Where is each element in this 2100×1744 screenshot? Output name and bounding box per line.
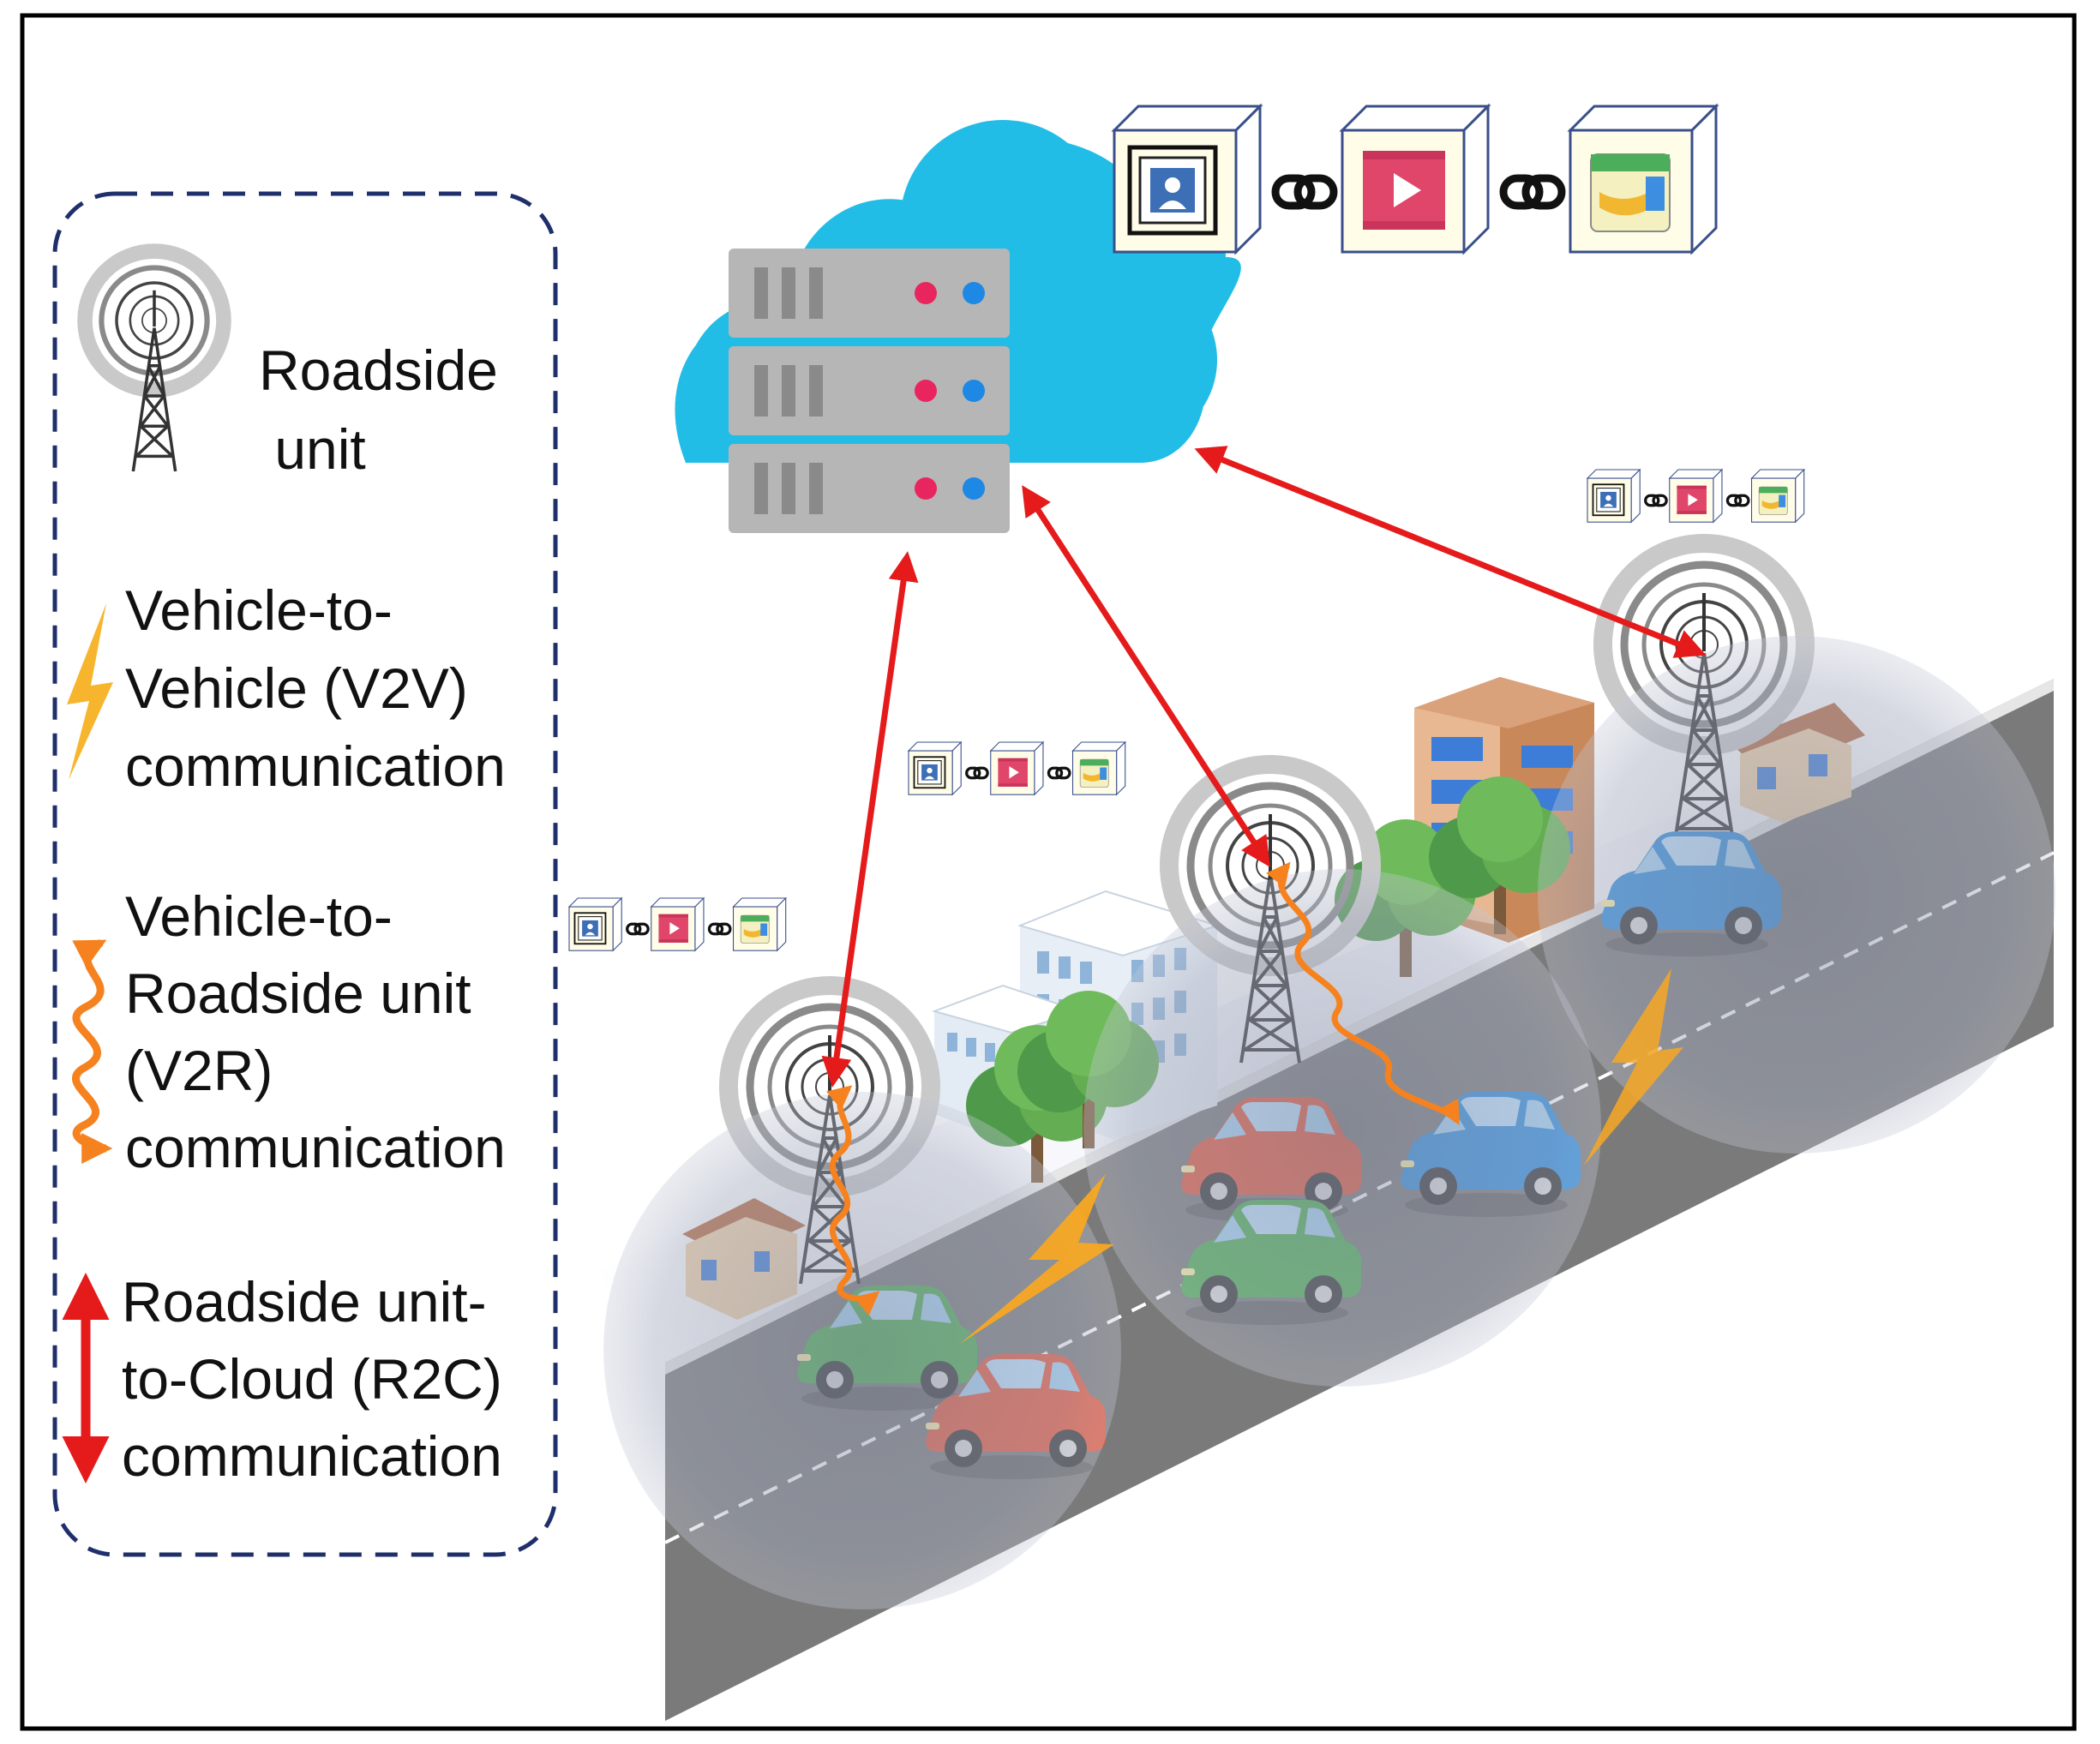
lightning-icon <box>67 603 113 780</box>
r2c-arrow <box>1022 485 1270 867</box>
r2c-arrow <box>1194 446 1707 658</box>
legend-item-v2r: Vehicle-to- Roadside unit (V2R) communic… <box>72 884 506 1179</box>
server-rack <box>729 249 1010 533</box>
legend-label-line: Vehicle (V2V) <box>125 656 468 720</box>
v2r-wave <box>1266 861 1461 1125</box>
roadside-unit-icon <box>77 243 231 472</box>
legend-label-line: Vehicle-to- <box>125 884 393 948</box>
coverage-area <box>1538 636 2055 1154</box>
legend-item-r2c: Roadside unit- to-Cloud (R2C) communicat… <box>62 1270 502 1488</box>
legend-label-line: communication <box>122 1424 502 1488</box>
legend-label-line: Vehicle-to- <box>125 578 393 642</box>
legend-label-line: to-Cloud (R2C) <box>122 1347 502 1411</box>
blockchain-rsu <box>569 898 786 950</box>
v2v-lightning <box>960 1174 1114 1344</box>
blockchain-cloud <box>1114 106 1716 252</box>
legend-item-roadside-unit: Roadside unit <box>77 243 498 481</box>
wavy-arrow-icon <box>72 939 113 1164</box>
blockchain-rsu <box>1587 470 1804 522</box>
coverage-area <box>603 1092 1121 1609</box>
v2r-wave <box>825 1085 880 1316</box>
legend-label-line: Roadside unit- <box>122 1270 487 1333</box>
legend-label-line: Roadside unit <box>125 962 471 1025</box>
legend-label-line: communication <box>125 734 506 798</box>
legend-label-line: communication <box>125 1116 506 1179</box>
legend-item-v2v: Vehicle-to- Vehicle (V2V) communication <box>67 578 506 798</box>
blockchain-rsu <box>909 742 1125 794</box>
legend-label-line: Roadside <box>259 339 498 402</box>
v2v-lightning <box>1584 968 1683 1166</box>
legend: Roadside unit Vehicle-to- Vehicle (V2V) … <box>52 191 558 1557</box>
legend-border <box>52 191 558 1557</box>
scene <box>569 106 2057 1721</box>
legend-label-line: unit <box>259 417 366 481</box>
coverage-area <box>1083 869 1601 1387</box>
legend-label-line: (V2R) <box>125 1039 273 1102</box>
r2c-arrow <box>821 551 919 1088</box>
